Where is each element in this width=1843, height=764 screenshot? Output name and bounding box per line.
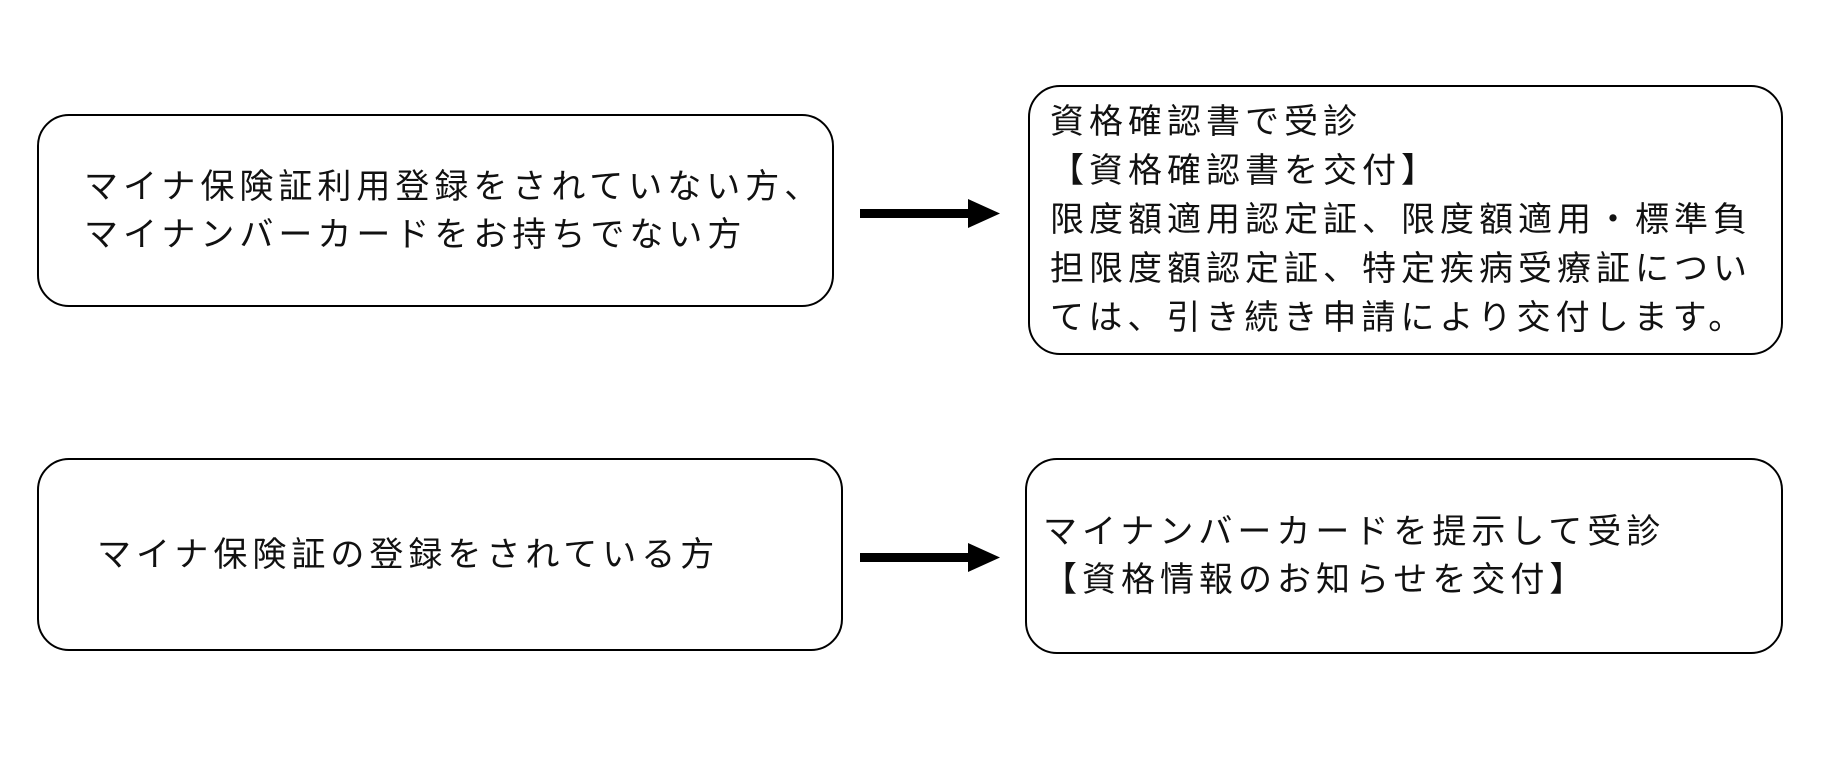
box-text-line: マイナ保険証利用登録をされていない方、: [84, 167, 824, 206]
box-text-line: 【資格情報のお知らせを交付】: [1043, 561, 1589, 599]
right-arrow-icon: [860, 543, 1000, 572]
box-eligibility-certificate-result: 資格確認書で受診 【資格確認書を交付】 限度額適用認定証、限度額適用・標準負 担…: [1028, 85, 1783, 355]
box-text-line: マイナンバーカードをお持ちでない方: [84, 215, 747, 254]
box-text-line: 資格確認書で受診: [1050, 102, 1362, 141]
box-text-line: 担限度額認定証、特定疾病受療証につい: [1050, 249, 1752, 288]
box-text-line: 限度額適用認定証、限度額適用・標準負: [1050, 200, 1752, 239]
right-arrow-icon: [860, 199, 1000, 228]
box-text-line: 【資格確認書を交付】: [1050, 151, 1440, 190]
box-present-mynumber-card-result: マイナンバーカードを提示して受診 【資格情報のお知らせを交付】: [1025, 458, 1783, 654]
box-not-registered-source: マイナ保険証利用登録をされていない方、 マイナンバーカードをお持ちでない方: [37, 114, 834, 307]
box-registered-source: マイナ保険証の登録をされている方: [37, 458, 843, 651]
box-text-line: ては、引き続き申請により交付します。: [1050, 298, 1748, 337]
box-text-line: マイナ保険証の登録をされている方: [97, 535, 720, 574]
box-text-line: マイナンバーカードを提示して受診: [1043, 513, 1666, 551]
